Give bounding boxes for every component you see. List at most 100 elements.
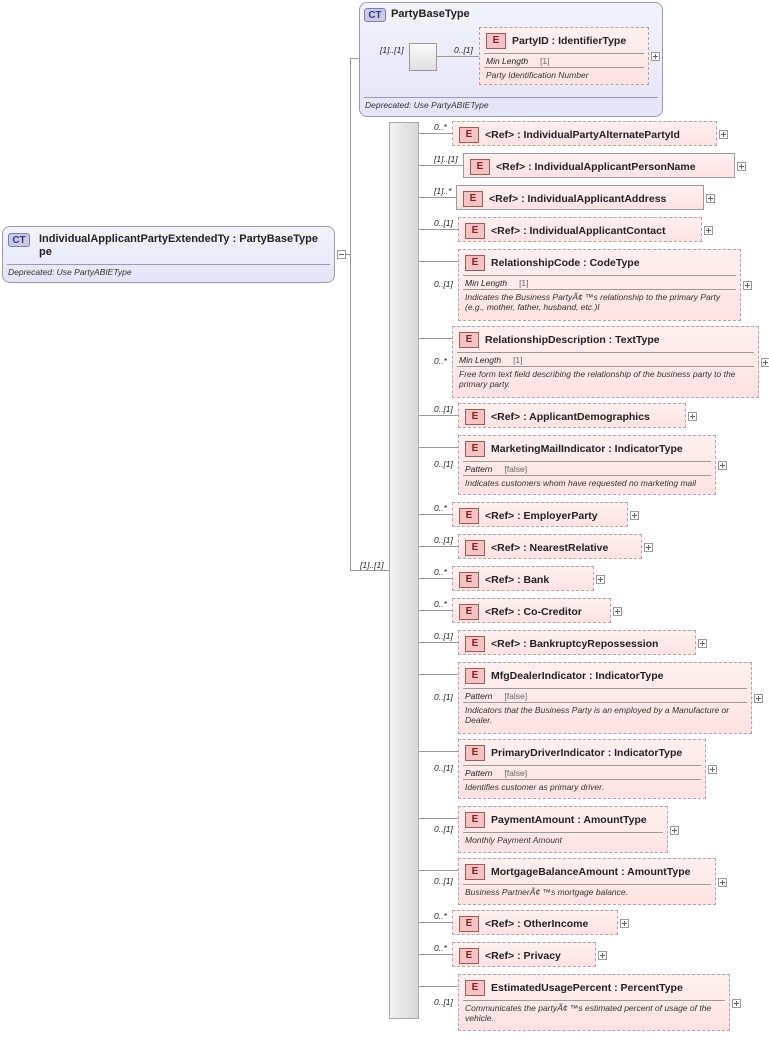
element-cardinality: 0..* — [434, 567, 447, 577]
facet-value: [1] — [513, 355, 523, 365]
element-label: <Ref> : BankruptcyRepossession — [491, 638, 659, 650]
expand-icon[interactable] — [698, 638, 707, 648]
element-box[interactable]: E<Ref> : Co-Creditor — [452, 598, 611, 623]
element-icon: E — [465, 864, 485, 880]
expand-icon[interactable] — [718, 877, 727, 887]
base-title: PartyBaseType — [391, 8, 470, 20]
element-cardinality: 0..[1] — [434, 459, 453, 469]
expand-icon[interactable] — [737, 161, 746, 171]
element-label: <Ref> : IndividualApplicantAddress — [489, 193, 667, 205]
element-cardinality: 0..* — [434, 503, 447, 513]
element-label: PartyID : IdentifierType — [512, 35, 627, 47]
expand-icon[interactable] — [704, 225, 713, 235]
expand-icon[interactable] — [743, 281, 752, 290]
element-box[interactable]: E<Ref> : BankruptcyRepossession — [458, 630, 696, 655]
element-icon: E — [459, 916, 479, 932]
element-icon: E — [459, 572, 479, 588]
element-label: <Ref> : Privacy — [485, 950, 561, 962]
expand-icon[interactable] — [688, 411, 697, 421]
root-doc: Deprecated: Use PartyABIEType — [8, 267, 132, 277]
expand-icon[interactable] — [706, 193, 715, 203]
expand-icon[interactable] — [670, 825, 679, 835]
expand-icon[interactable] — [644, 542, 653, 552]
expand-icon[interactable] — [630, 510, 639, 520]
expand-icon[interactable] — [620, 918, 629, 928]
complex-type-icon: CT — [8, 233, 30, 247]
expand-icon[interactable] — [718, 461, 727, 470]
element-cardinality: 0..[1] — [434, 631, 453, 641]
element-box[interactable]: E<Ref> : IndividualApplicantContact — [458, 217, 702, 242]
expand-icon[interactable] — [754, 694, 763, 703]
expand-icon[interactable] — [708, 765, 717, 774]
party-id-cardinality: 0..[1] — [454, 45, 473, 55]
root-complex-type[interactable]: CT IndividualApplicantPartyExtendedTy : … — [2, 226, 335, 283]
element-label: <Ref> : NearestRelative — [491, 542, 609, 554]
base-doc: Deprecated: Use PartyABIEType — [365, 100, 489, 110]
element-box[interactable]: E<Ref> : IndividualApplicantPersonName — [463, 153, 735, 178]
party-id-expand-icon[interactable] — [651, 52, 660, 61]
element-cardinality: 0..* — [434, 943, 447, 953]
element-cardinality: 0..[1] — [434, 996, 453, 1007]
element-icon: E — [459, 948, 479, 964]
element-doc: Free form text field describing the rela… — [459, 369, 736, 389]
element-box[interactable]: E <Ref> : Privacy — [452, 942, 596, 967]
element-cardinality: 0..[1] — [434, 875, 453, 886]
element-icon: E — [465, 812, 485, 828]
element-label: PrimaryDriverIndicator : IndicatorType — [491, 747, 683, 759]
element-cardinality: 0..[1] — [434, 535, 453, 545]
sequence-compositor[interactable] — [389, 122, 419, 1019]
element-icon: E — [465, 223, 485, 239]
expand-icon[interactable] — [596, 574, 605, 584]
element-label: MfgDealerIndicator : IndicatorType — [491, 670, 664, 682]
root-collapse-icon[interactable] — [337, 250, 346, 259]
element-icon: E — [459, 508, 479, 524]
element-box[interactable]: E<Ref> : Bank — [452, 566, 594, 591]
element-box[interactable]: E<Ref> : IndividualApplicantAddress — [456, 185, 704, 210]
expand-icon[interactable] — [613, 606, 622, 616]
facet-value: [false] — [504, 691, 528, 701]
sequence-icon[interactable] — [409, 43, 437, 71]
element-doc: Indicates customers whom have requested … — [465, 478, 697, 488]
element-cardinality: 0..[1] — [434, 692, 453, 702]
element-cardinality: [1]..* — [434, 186, 452, 196]
element-icon: E — [465, 745, 485, 761]
element-doc: Communicates the partyÃ¢ ™s estimated pe… — [465, 1003, 712, 1023]
element-doc: Indicators that the Business Party is an… — [465, 705, 730, 725]
expand-icon[interactable] — [598, 950, 607, 960]
element-icon: E — [465, 980, 485, 996]
facet-value: [false] — [504, 768, 528, 778]
expand-icon[interactable] — [732, 998, 741, 1008]
element-cardinality: 0..[1] — [434, 823, 453, 834]
element-box[interactable]: E<Ref> : IndividualPartyAlternatePartyId — [452, 121, 717, 146]
element-cardinality: 0..* — [434, 122, 447, 132]
expand-icon[interactable] — [719, 129, 728, 139]
facet-value: [1] — [519, 278, 529, 288]
root-title-wrap: pe — [39, 246, 52, 258]
element-icon: E — [459, 604, 479, 620]
element-doc: Business PartnerÃ¢ ™s mortgage balance. — [465, 887, 629, 897]
element-box[interactable]: E<Ref> : NearestRelative — [458, 534, 642, 559]
element-label: EstimatedUsagePercent : PercentType — [491, 982, 683, 994]
element-icon: E — [465, 441, 485, 457]
element-box[interactable]: E<Ref> : OtherIncome — [452, 910, 618, 935]
element-icon: E — [486, 33, 506, 49]
element-icon: E — [459, 332, 479, 348]
element-cardinality: 0..[1] — [434, 404, 453, 414]
element-box[interactable]: E<Ref> : EmployerParty — [452, 502, 628, 527]
element-cardinality: [1]..[1] — [434, 154, 458, 164]
element-label: RelationshipCode : CodeType — [491, 257, 640, 269]
facet-label: Min Length — [459, 355, 502, 365]
expand-icon[interactable] — [761, 358, 769, 367]
sequence-icon[interactable] — [391, 557, 417, 585]
element-cardinality: 0..* — [434, 599, 447, 609]
element-box[interactable]: E<Ref> : ApplicantDemographics — [458, 403, 686, 428]
